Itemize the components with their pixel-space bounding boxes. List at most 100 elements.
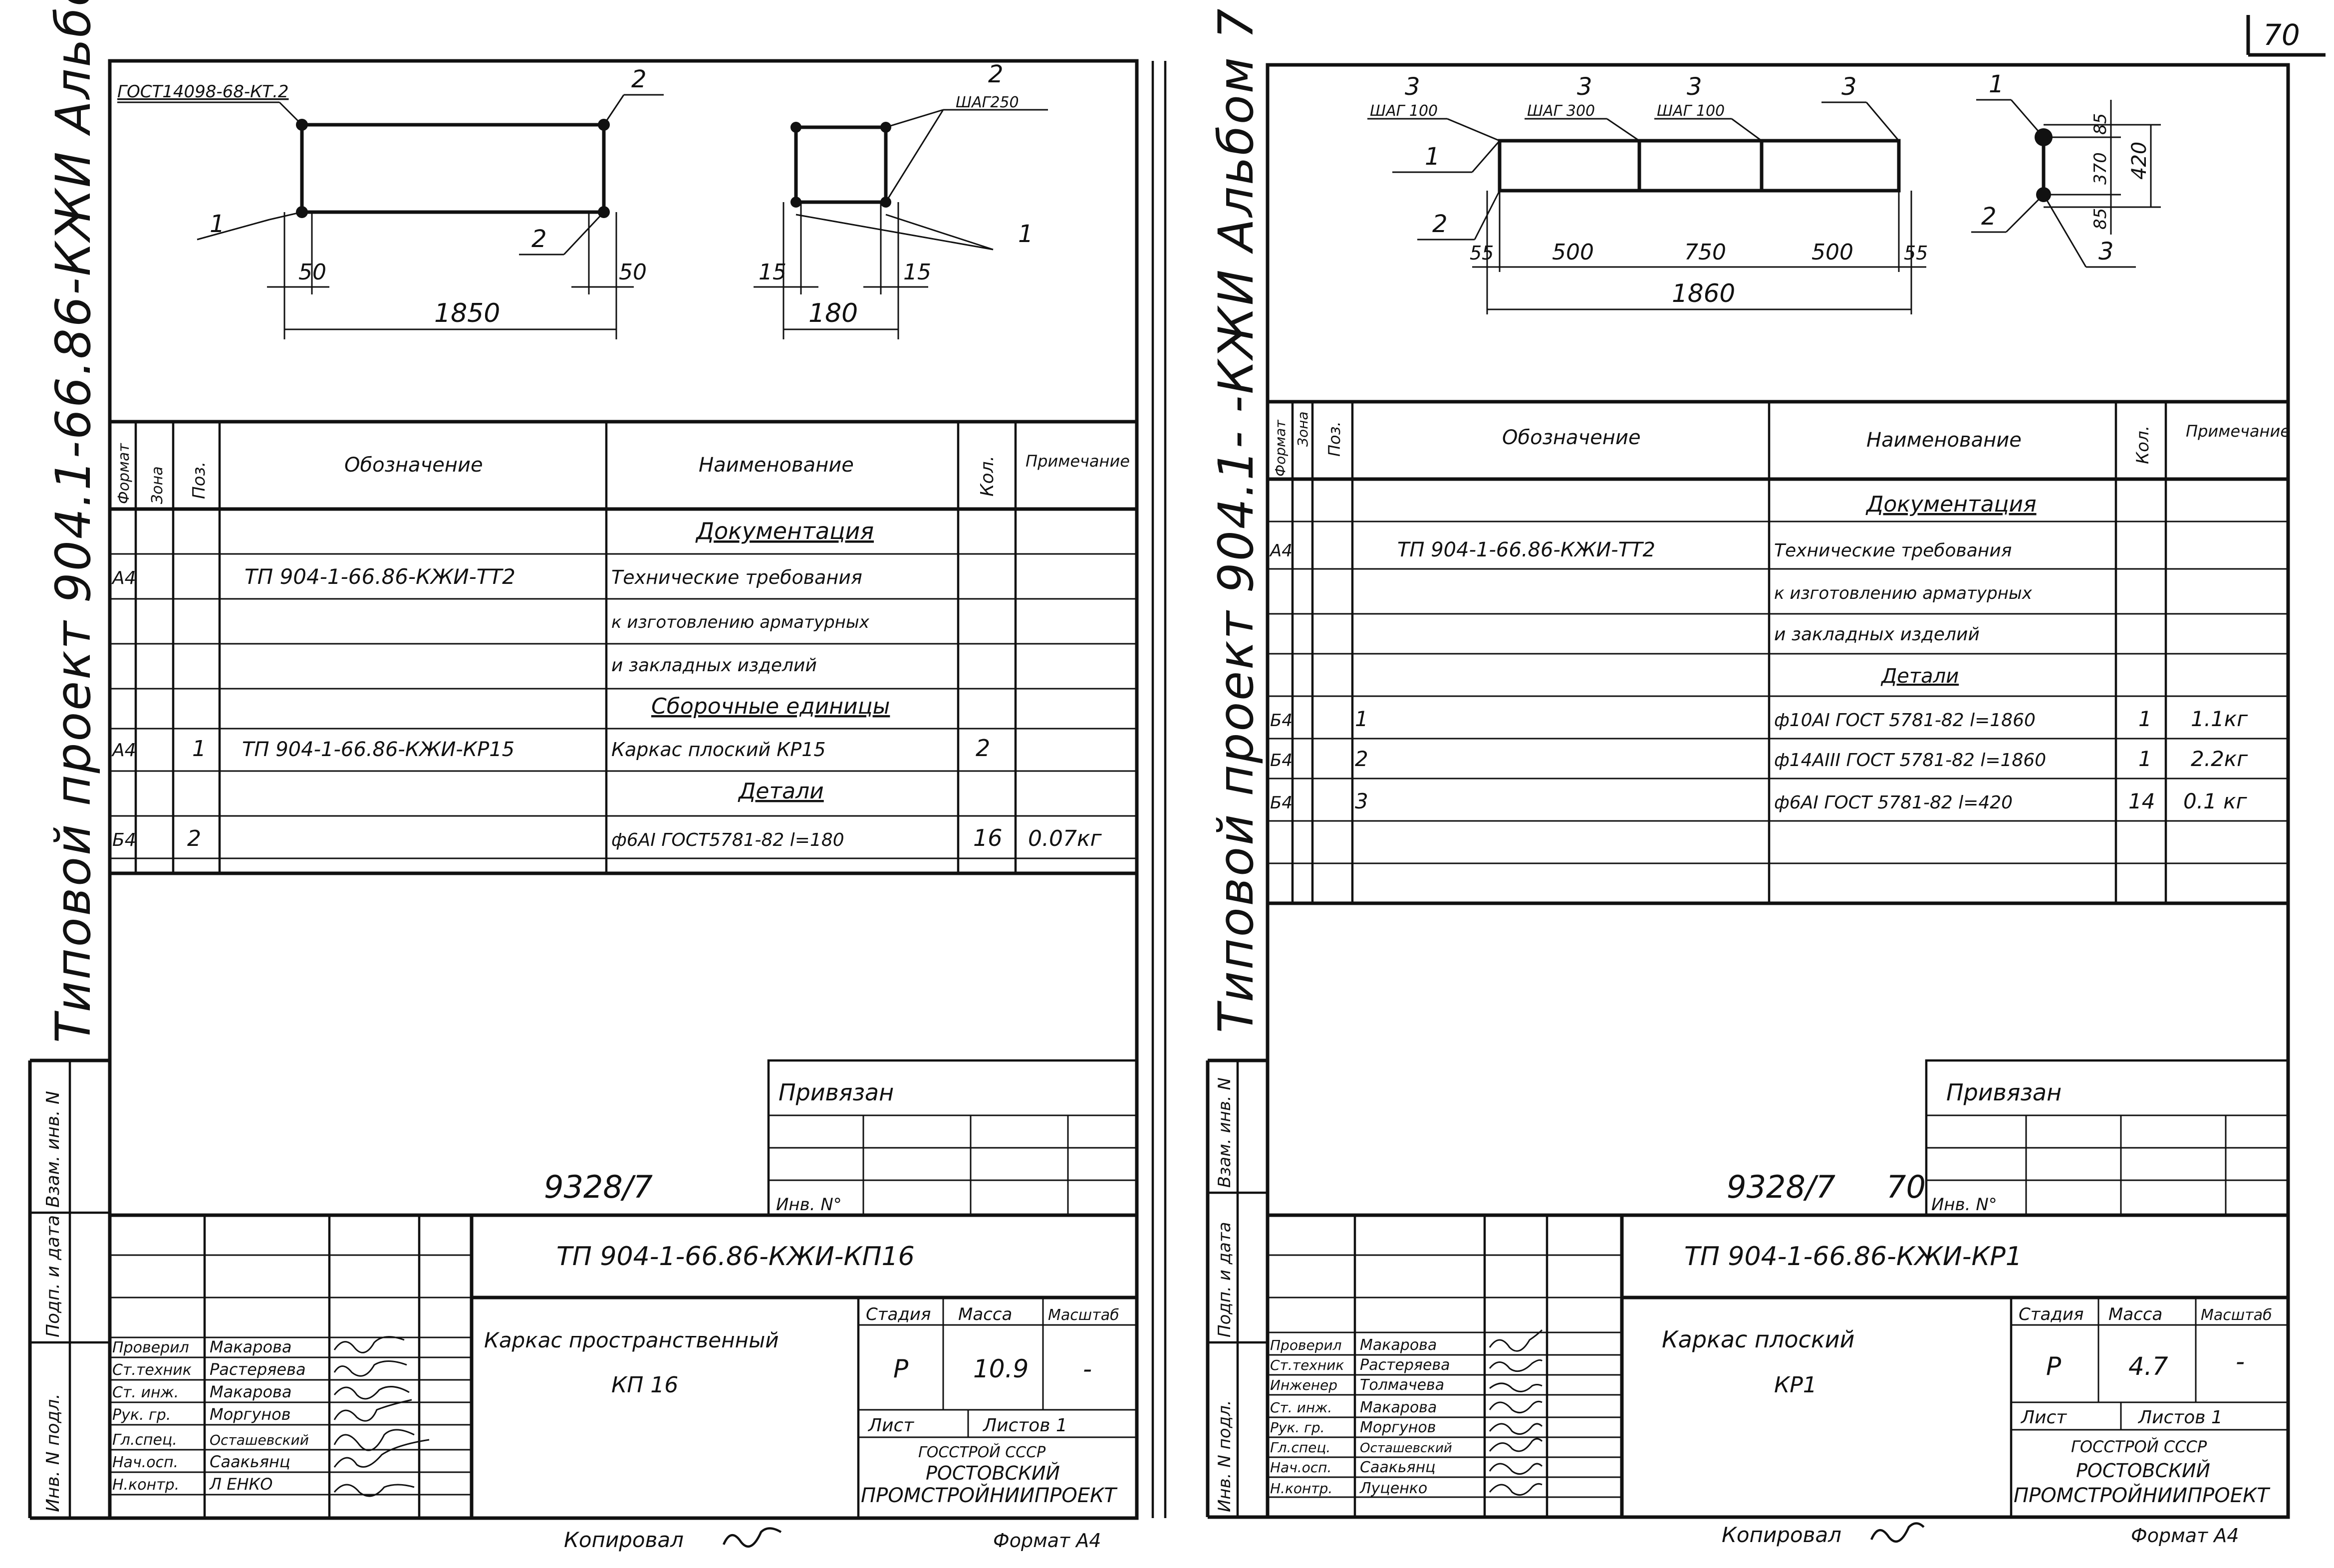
left-sheets-label: Листов 1 [982, 1415, 1067, 1436]
left-name-2: КП 16 [611, 1372, 678, 1398]
right-sheets-label: Листов 1 [2137, 1407, 2223, 1428]
left-staff-role-1: Ст.техник [112, 1361, 192, 1379]
d85-bot: 85 [2090, 208, 2110, 230]
right-stamp-vzam: Взам. инв. N [1215, 1077, 1235, 1188]
d500-left: 500 [1552, 240, 1594, 265]
left-staff-name-4: Осташевский [210, 1432, 309, 1448]
right-row8-note: 0.1 кг [2183, 789, 2248, 813]
left-org-2: РОСТОВСКИЙ [926, 1462, 1060, 1484]
left-stage-hdr: Стадия [866, 1305, 931, 1324]
left-hdr-format: Формат [115, 443, 133, 504]
right-stage: Р [2046, 1352, 2062, 1381]
right-privyazan-block: Привязан Инв. N° 9328/7 70 [1727, 1059, 2290, 1217]
right-staff-role-3: Ст. инж. [1270, 1399, 1332, 1416]
left-hdr-designation: Обозначение [344, 454, 483, 477]
sec-c3: 3 [2098, 238, 2114, 265]
left-stage: Р [893, 1354, 909, 1383]
left-staff-name-0: Макарова [210, 1337, 292, 1356]
left-hdr-name: Наименование [699, 454, 854, 477]
left-designation: ТП 904-1-66.86-КЖИ-КП16 [556, 1242, 915, 1272]
dim-50-left: 50 [298, 260, 326, 285]
right-spec-table: Формат Зона Поз. Обозначение Наименовани… [1268, 400, 2290, 905]
left-hdr-note: Примечание [1026, 452, 1130, 471]
right-row7-qty: 1 [2138, 747, 2152, 771]
step-100-b: ШАГ 100 [1657, 102, 1725, 120]
left-inv-no: Инв. N° [776, 1195, 842, 1215]
d55-left: 55 [1470, 242, 1494, 264]
left-mass: 10.9 [973, 1354, 1029, 1383]
dim-1850: 1850 [434, 298, 500, 328]
right-staff-role-6: Нач.осп. [1270, 1459, 1331, 1476]
right-org-3: ПРОМСТРОЙНИИПРОЕКТ [2014, 1483, 2271, 1507]
left-row2-designation: ТП 904-1-66.86-КЖИ-ТТ2 [245, 564, 516, 589]
d85-top: 85 [2090, 113, 2110, 135]
right-row6-format: Б4 [1270, 711, 1293, 731]
right-signatures [1489, 1329, 1543, 1496]
left-spec-table: Формат Зона Поз. Обозначение Наименовани… [110, 420, 1137, 875]
right-stamp-inv: Инв. N подл. [1215, 1400, 1235, 1512]
right-row8-pos: 3 [1355, 789, 1368, 813]
left-staff-name-1: Растеряева [210, 1360, 306, 1379]
left-mass-hdr: Масса [958, 1305, 1012, 1324]
c3-c: 3 [1687, 73, 1702, 101]
left-copied-signature [722, 1527, 782, 1548]
right-row2-designation: ТП 904-1-66.86-КЖИ-ТТ2 [1397, 538, 1655, 561]
right-side-title: Типовой проект 904.1- -КЖИ Альбом 7 [1208, 7, 1264, 1033]
left-side-title: Типовой проект 904.1-66.86-КЖИ Альбом 7 [45, 0, 101, 1043]
right-copied: Копировал [1722, 1523, 1841, 1547]
left-row8-note: 0.07кг [1028, 826, 1102, 851]
left-hdr-pos: Поз. [189, 462, 209, 499]
left-staff-name-2: Макарова [210, 1382, 292, 1401]
right-scale-hdr: Масштаб [2201, 1307, 2272, 1324]
left-name-1: Каркас пространственный [484, 1328, 779, 1352]
right-org-1: ГОССТРОЙ СССР [2071, 1437, 2207, 1456]
left-staff-name-3: Моргунов [210, 1405, 291, 1424]
left-privyazan: Привязан [778, 1079, 894, 1106]
right-staff-role-5: Гл.спец. [1270, 1439, 1330, 1456]
step-100-a: ШАГ 100 [1370, 102, 1438, 120]
left-row6-designation: ТП 904-1-66.86-КЖИ-КР15 [242, 738, 515, 761]
left-staff-role-4: Гл.спец. [112, 1431, 177, 1449]
step-300: ШАГ 300 [1527, 102, 1595, 120]
c1: 1 [1425, 143, 1440, 171]
right-staff-name-1: Растеряева [1360, 1356, 1450, 1374]
d1860: 1860 [1672, 279, 1735, 308]
left-row8-name: ф6АI ГОСТ5781-82 l=180 [611, 830, 844, 850]
d500-right: 500 [1812, 240, 1853, 265]
left-row6-name: Каркас плоский КР15 [611, 739, 826, 761]
left-title-block: ТП 904-1-66.86-КЖИ-КП16 Каркас пространс… [110, 1213, 1137, 1518]
left-scale-hdr: Масштаб [1048, 1307, 1119, 1324]
left-row2-name: Технические требования [611, 566, 862, 588]
right-staff-name-7: Луценко [1359, 1480, 1427, 1497]
right-staff-role-0: Проверил [1270, 1337, 1342, 1353]
c2: 2 [1432, 210, 1448, 238]
dim-180: 180 [808, 298, 858, 328]
d750: 750 [1684, 240, 1726, 265]
left-stamp-podp: Подп. и дата [43, 1215, 63, 1337]
left-staff-name-6: Л ЕНКО [209, 1475, 272, 1494]
left-stamp-vzam: Взам. инв. N [43, 1091, 63, 1208]
right-drawing: 3 ШАГ 100 3 ШАГ 300 3 ШАГ 100 3 1 2 55 5… [1367, 70, 2161, 314]
left-staff-role-3: Рук. гр. [112, 1406, 171, 1424]
right-row6-qty: 1 [2138, 707, 2152, 731]
right-staff-name-2: Толмачева [1360, 1376, 1444, 1394]
left-row8-pos: 2 [187, 826, 201, 851]
right-org-2: РОСТОВСКИЙ [2076, 1460, 2210, 1482]
d420: 420 [2128, 142, 2151, 180]
left-row7-name: Детали [738, 779, 824, 804]
right-row2-format: А4 [1269, 541, 1293, 561]
left-row6-pos: 1 [192, 736, 206, 762]
left-archive-no: 9328/7 [544, 1169, 653, 1205]
left-staff-role-5: Нач.осп. [112, 1454, 178, 1471]
left-org-3: ПРОМСТРОЙНИИПРОЕКТ [861, 1483, 1118, 1507]
right-staff-name-3: Макарова [1360, 1399, 1437, 1416]
right-row8-qty: 14 [2128, 789, 2155, 813]
right-title-block: ТП 904-1-66.86-КЖИ-КР1 Каркас плоский КР… [1268, 1213, 2288, 1517]
left-row2-format: А4 [111, 568, 136, 588]
d55-right: 55 [1904, 242, 1928, 264]
right-staff-role-7: Н.контр. [1270, 1480, 1332, 1497]
right-stamp-podp: Подп. и дата [1215, 1222, 1235, 1337]
step-label-250: ШАГ250 [956, 94, 1019, 111]
left-stamp-inv: Инв. N подл. [43, 1393, 63, 1512]
